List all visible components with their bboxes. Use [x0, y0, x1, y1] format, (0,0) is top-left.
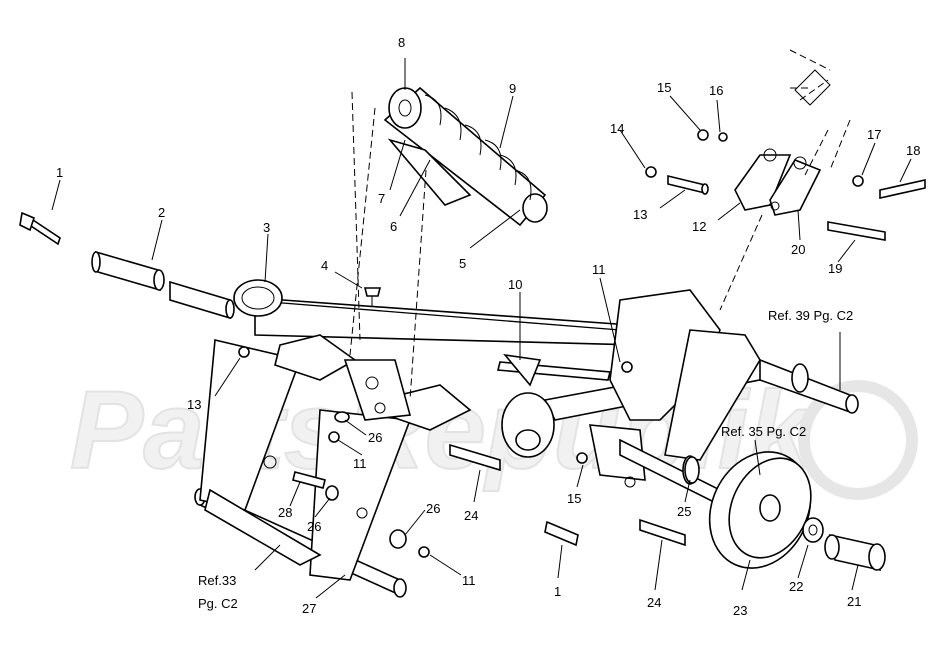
callout-24-right: 24 — [647, 595, 661, 610]
callout-5: 5 — [459, 256, 466, 271]
upper-mount-bracket-group — [667, 49, 831, 216]
callout-19: 19 — [828, 261, 842, 276]
callout-22: 22 — [789, 579, 803, 594]
callout-1-top: 1 — [56, 165, 63, 180]
callout-9: 9 — [509, 81, 516, 96]
callout-11-mid: 11 — [353, 456, 367, 471]
ref-33-label-line1: Ref.33 — [198, 573, 236, 588]
alignment-lines — [349, 91, 851, 401]
callout-26-right: 26 — [426, 501, 440, 516]
callout-28: 28 — [278, 505, 292, 520]
callout-18: 18 — [906, 143, 920, 158]
callout-4: 4 — [321, 258, 328, 273]
callout-6: 6 — [390, 219, 397, 234]
callout-26-lower: 26 — [307, 519, 321, 534]
callout-20: 20 — [791, 242, 805, 257]
callout-23: 23 — [733, 603, 747, 618]
callout-13-left: 13 — [187, 397, 201, 412]
fasteners — [19, 129, 926, 558]
callout-12: 12 — [692, 219, 706, 234]
callout-labels: 1 2 3 4 5 6 7 8 9 10 11 11 11 12 13 13 1… — [56, 35, 920, 618]
callout-3: 3 — [263, 220, 270, 235]
ref-39-label: Ref. 39 Pg. C2 — [768, 308, 853, 323]
callout-2: 2 — [158, 205, 165, 220]
callout-15-top: 15 — [657, 80, 671, 95]
callout-16: 16 — [709, 83, 723, 98]
callout-11-top: 11 — [592, 262, 606, 277]
ref-33-label-line2: Pg. C2 — [198, 596, 238, 611]
callout-11-bottom: 11 — [462, 573, 476, 588]
leader-lines — [51, 58, 912, 599]
callout-7: 7 — [378, 191, 385, 206]
callout-24-center: 24 — [464, 508, 478, 523]
callout-15-bottom: 15 — [567, 491, 581, 506]
callout-21: 21 — [847, 594, 861, 609]
callout-8: 8 — [398, 35, 405, 50]
idler-wheel-group — [708, 451, 886, 572]
shock-absorber-group — [383, 86, 548, 227]
callout-14: 14 — [610, 121, 624, 136]
callout-27: 27 — [302, 601, 316, 616]
callout-13-top: 13 — [633, 207, 647, 222]
callout-10: 10 — [508, 277, 522, 292]
callout-17: 17 — [867, 127, 881, 142]
callout-25: 25 — [677, 504, 691, 519]
ref-35-label: Ref. 35 Pg. C2 — [721, 424, 806, 439]
callout-26-mid: 26 — [368, 430, 382, 445]
callout-1-bottom: 1 — [554, 584, 561, 599]
watermark-wheel-icon — [798, 380, 918, 500]
